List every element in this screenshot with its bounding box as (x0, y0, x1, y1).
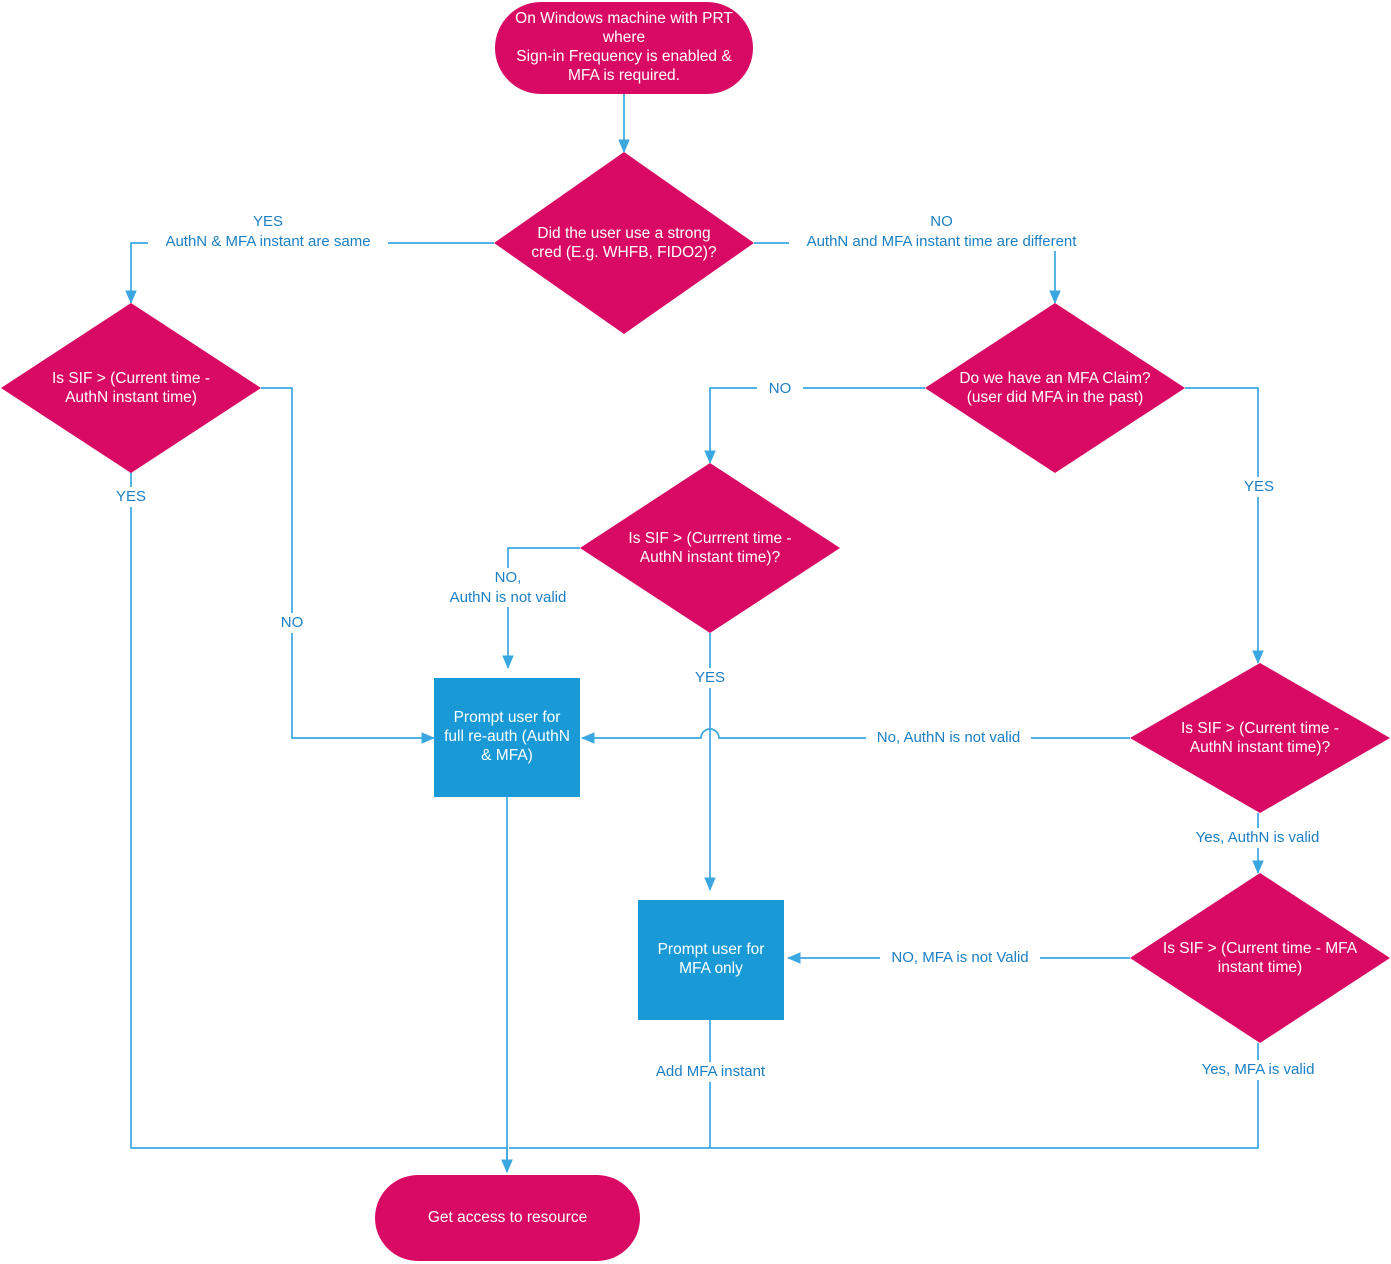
node-prompt-full-reauth[interactable]: Prompt user for full re-auth (AuthN & MF… (434, 678, 580, 797)
node-is-sif-gt-authn-left[interactable]: Is SIF > (Current time - AuthN instant t… (1, 303, 261, 473)
edge-label-mfa-claim-yes: YES (1234, 477, 1284, 497)
edge-label-add-mfa-instant: Add MFA instant (638, 1062, 783, 1082)
edge-strong-cred-yes (125, 242, 494, 305)
edge-label-middle-no-authn-not-valid: NO, AuthN is not valid (428, 568, 588, 607)
edge-right-mfa-valid-to-access (509, 1043, 1259, 1149)
edge-mfa-claim-yes (1185, 387, 1264, 665)
edge-label-no-authn-mfa-different: NO AuthN and MFA instant time are differ… (789, 212, 1094, 251)
node-get-access-to-resource[interactable]: Get access to resource (375, 1175, 640, 1261)
edge-label-middle-yes: YES (685, 668, 735, 688)
node-label: Is SIF > (Currrent time - AuthN instant … (628, 529, 792, 566)
node-label: Do we have an MFA Claim? (user did MFA i… (959, 369, 1151, 406)
node-is-sif-gt-mfa-right[interactable]: Is SIF > (Current time - MFA instant tim… (1130, 873, 1390, 1043)
edge-label-yes-authn-mfa-same: YES AuthN & MFA instant are same (148, 212, 388, 251)
edge-strong-cred-no (754, 242, 1061, 305)
node-did-user-use-strong-cred[interactable]: Did the user use a strong cred (E.g. WHF… (494, 152, 754, 334)
node-is-sif-gt-authn-middle[interactable]: Is SIF > (Currrent time - AuthN instant … (580, 463, 840, 633)
edge-label-left-yes: YES (106, 487, 156, 507)
node-label: Is SIF > (Current time - AuthN instant t… (51, 369, 211, 406)
edge-left-no-to-full-reauth (261, 387, 436, 744)
node-label: Is SIF > (Current time - MFA instant tim… (1162, 939, 1358, 976)
node-prompt-mfa-only[interactable]: Prompt user for MFA only (638, 900, 784, 1020)
node-label: Did the user use a strong cred (E.g. WHF… (531, 224, 717, 261)
node-do-we-have-mfa-claim[interactable]: Do we have an MFA Claim? (user did MFA i… (925, 303, 1185, 473)
node-label: Is SIF > (Current time - AuthN instant t… (1180, 719, 1340, 756)
edge-label-right-no-mfa-not-valid: NO, MFA is not Valid (880, 948, 1040, 968)
node-is-sif-gt-authn-right[interactable]: Is SIF > (Current time - AuthN instant t… (1130, 663, 1390, 813)
edge-label-right-yes-authn-valid: Yes, AuthN is valid (1180, 828, 1335, 848)
edge-label-left-no: NO (267, 613, 317, 633)
edge-label-mfa-claim-no: NO (757, 379, 803, 399)
edge-label-right-yes-mfa-valid: Yes, MFA is valid (1184, 1060, 1332, 1080)
node-start[interactable]: On Windows machine with PRT where Sign-i… (495, 2, 753, 94)
edge-mfa-claim-no (704, 387, 925, 465)
edge-right-no-authn-to-full-reauth (580, 728, 1130, 744)
edge-label-right-no-authn-not-valid: No, AuthN is not valid (866, 728, 1031, 748)
edge-middle-no-to-full-reauth (502, 547, 580, 670)
